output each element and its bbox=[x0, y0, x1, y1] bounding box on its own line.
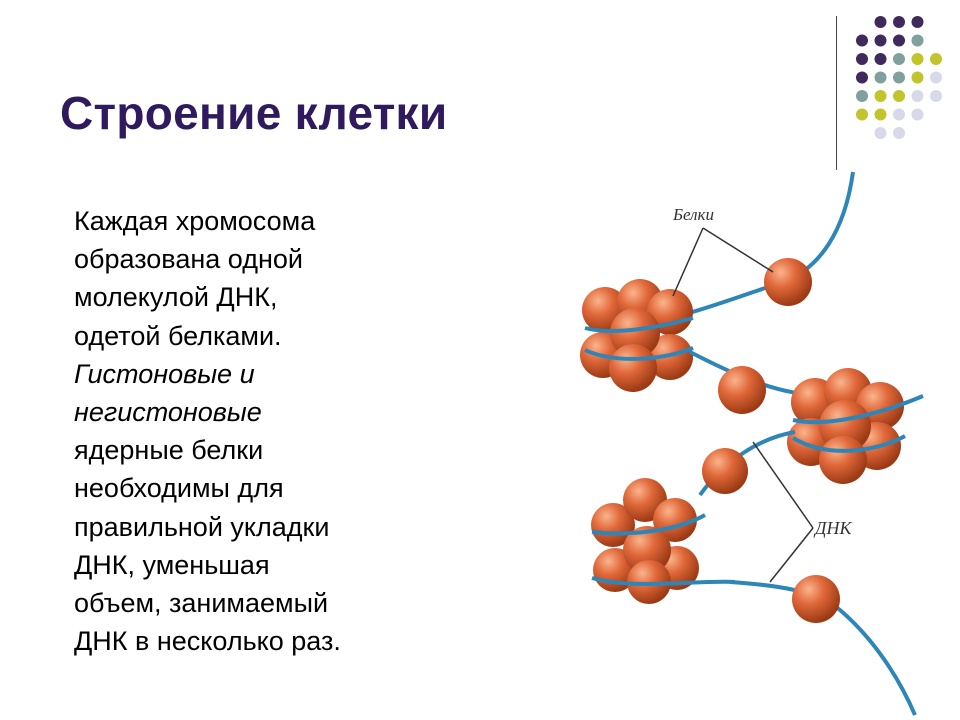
decorative-dot bbox=[874, 127, 887, 139]
protein-label-leader bbox=[672, 227, 704, 297]
decorative-dot bbox=[893, 90, 905, 102]
body-line-italic: Гистоновые и bbox=[74, 358, 255, 389]
linker-histone bbox=[764, 258, 812, 306]
dna-label-leader bbox=[752, 441, 814, 529]
decorative-dot bbox=[856, 34, 868, 47]
body-line: Каждая хромосома bbox=[74, 206, 316, 236]
decorative-dot bbox=[874, 53, 887, 65]
nucleosome bbox=[591, 478, 736, 604]
body-line: одетой белками. bbox=[74, 320, 282, 351]
body-line: объем, занимаемый bbox=[74, 588, 329, 619]
decorative-dot bbox=[874, 34, 887, 47]
decorative-dot bbox=[893, 108, 905, 121]
decorative-dot bbox=[856, 53, 868, 65]
dna-label-leader bbox=[769, 527, 814, 583]
linker-histone bbox=[792, 575, 840, 623]
decorative-dot bbox=[911, 34, 924, 47]
body-line-italic: негистоновые bbox=[74, 397, 262, 428]
linker-histone bbox=[718, 366, 766, 414]
decorative-dot bbox=[874, 71, 887, 84]
decorative-dot-grid bbox=[856, 16, 942, 139]
decorative-dot bbox=[930, 53, 942, 65]
decorative-dot bbox=[911, 16, 924, 28]
decorative-dot bbox=[930, 90, 942, 102]
decorative-dot bbox=[874, 108, 887, 121]
decorative-dot bbox=[911, 71, 924, 84]
decorative-dot bbox=[856, 108, 868, 121]
body-text: Каждая хромосома образована одной молеку… bbox=[74, 202, 474, 660]
chromatin-illustration: Белки ДНК bbox=[580, 171, 924, 716]
body-line: правильной укладки bbox=[74, 511, 330, 542]
decorative-dot bbox=[893, 16, 905, 28]
body-line: ДНК, уменьшая bbox=[74, 549, 270, 580]
decorative-dot bbox=[911, 90, 924, 102]
nucleosome bbox=[580, 279, 694, 392]
dna-label: ДНК bbox=[813, 518, 852, 538]
decorative-dot bbox=[893, 34, 905, 47]
body-line: необходимы для bbox=[74, 473, 284, 504]
body-line: ДНК в несколько раз. bbox=[74, 626, 341, 657]
decorative-dot bbox=[874, 90, 887, 102]
protein-label: Белки bbox=[672, 205, 714, 224]
decorative-dot bbox=[911, 53, 924, 65]
decorative-dot bbox=[856, 90, 868, 102]
linker-histone bbox=[702, 448, 748, 494]
decorative-dot bbox=[893, 127, 905, 139]
decorative-divider bbox=[836, 16, 837, 170]
body-line: образована одной bbox=[74, 244, 303, 275]
decorative-dot bbox=[930, 71, 942, 84]
decorative-dot bbox=[893, 71, 905, 84]
decorative-dot bbox=[893, 53, 905, 65]
dna-strand bbox=[729, 580, 917, 716]
slide-title: Строение клетки bbox=[60, 87, 448, 139]
body-line: молекулой ДНК, bbox=[74, 282, 278, 313]
nucleosome bbox=[787, 368, 924, 484]
decorative-dot bbox=[856, 71, 868, 84]
protein-label-leader bbox=[702, 227, 774, 273]
decorative-dot bbox=[911, 108, 924, 121]
body-line: ядерные белки bbox=[74, 435, 264, 466]
decorative-dot bbox=[874, 16, 887, 28]
